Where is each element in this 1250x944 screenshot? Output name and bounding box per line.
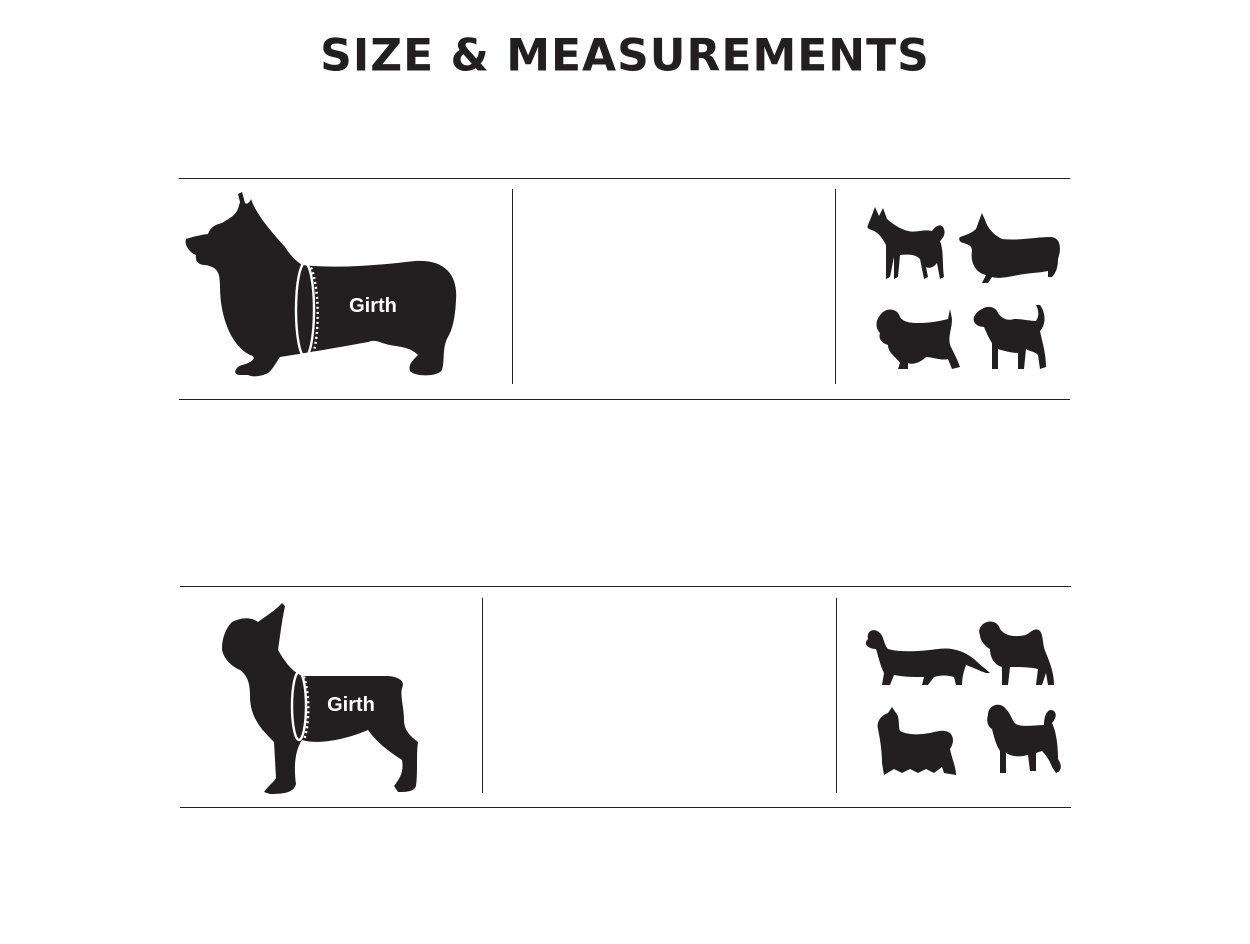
- row-2-divider-left: [482, 598, 483, 793]
- dachshund-silhouette-icon: [865, 630, 990, 685]
- corgi-silhouette-icon: [185, 192, 457, 377]
- row-2-top-rule: [180, 586, 1071, 587]
- pug-silhouette-icon: [979, 621, 1054, 685]
- poodle-silhouette-icon: [987, 704, 1061, 773]
- row-2-example-breeds: [865, 621, 1061, 775]
- spaniel-silhouette-icon: [876, 309, 960, 369]
- french-bulldog-girth-illustration: Girth: [222, 603, 418, 794]
- corgi-silhouette-icon: [959, 213, 1060, 283]
- french-bulldog-silhouette-icon: [222, 603, 418, 794]
- row-2-girth-label: Girth: [327, 694, 375, 716]
- row-1-divider-left: [512, 189, 513, 384]
- corgi-girth-illustration: Girth: [185, 192, 457, 377]
- row-1-top-rule: [179, 178, 1070, 179]
- page-title: SIZE & MEASUREMENTS: [320, 29, 930, 82]
- girth-measure-icon: [290, 670, 310, 742]
- row-1-divider-right: [835, 189, 836, 384]
- yorkie-silhouette-icon: [877, 707, 956, 775]
- row-1-bottom-rule: [179, 399, 1070, 400]
- girth-measure-icon: [294, 261, 319, 359]
- beagle-silhouette-icon: [973, 305, 1046, 369]
- row-1-example-breeds: [867, 207, 1060, 369]
- row-1-girth-label: Girth: [349, 295, 397, 317]
- husky-silhouette-icon: [867, 207, 945, 279]
- row-2-divider-right: [836, 598, 837, 793]
- row-2-bottom-rule: [180, 807, 1071, 808]
